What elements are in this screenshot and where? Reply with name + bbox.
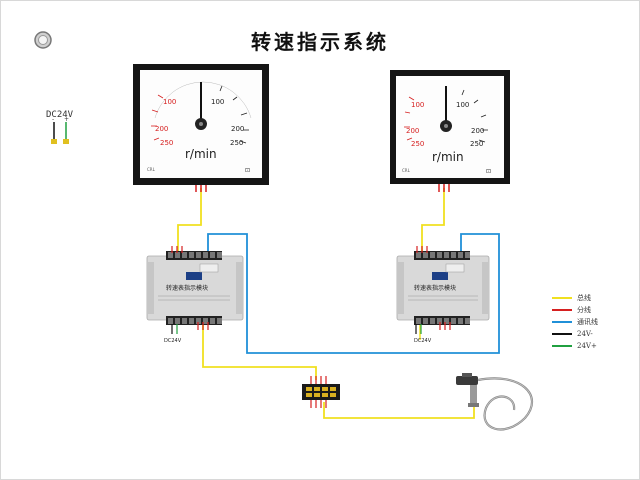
module-2-power-label: DC24V — [414, 338, 432, 344]
gauge-1-brand: CRL — [147, 167, 156, 172]
gauge-1-red-scale-ticks — [151, 94, 164, 141]
legend-item-24v-neg: 24V- — [552, 328, 632, 339]
module-1-name: 转速表指示模块 — [166, 284, 208, 292]
wire-legend: 总线 分线 通讯线 24V- 24V+ — [552, 292, 632, 352]
bus-wire — [323, 402, 475, 419]
legend-label: 通讯线 — [577, 317, 598, 326]
comm-wire — [207, 233, 500, 354]
gauge-2-black-100: 100 — [456, 101, 469, 109]
indicator-module-2: 转速表指示模块 DC24V — [396, 246, 490, 344]
indicator-module-1: 转速表指示模块 DC24V — [146, 246, 244, 344]
gauge-2-black-scale-ticks — [461, 89, 488, 143]
dc24v-label: DC24V — [46, 110, 74, 120]
legend-item-24v-pos: 24V+ — [552, 340, 632, 351]
gauge-2-red-100: 100 — [411, 101, 424, 109]
power-indicator-icon — [34, 31, 52, 49]
module-1-power-label: DC24V — [164, 338, 182, 344]
gauge-1-red-200: 200 — [155, 125, 168, 133]
legend-swatch — [552, 332, 572, 335]
gauge-2-brand: CRL — [402, 168, 411, 173]
gauge-1-black-100: 100 — [211, 98, 224, 106]
legend-item-bus: 总线 — [552, 292, 632, 303]
gauge-1-red-250: 250 — [160, 139, 173, 147]
bus-wire — [202, 325, 317, 380]
gauge-2-unit: r/min — [432, 150, 464, 164]
gauge-1-unit: r/min — [185, 147, 217, 161]
gauge-1-ticks — [154, 81, 252, 119]
diagram-title: 转速指示系统 — [251, 30, 389, 54]
gauge-2-mark-icon: ⊡ — [486, 168, 491, 175]
legend-label: 分线 — [577, 305, 591, 314]
terminal-block — [302, 376, 340, 408]
gauge-1-black-scale-ticks — [219, 85, 249, 144]
svg-text:+: + — [64, 116, 69, 123]
module-2-logo-icon — [432, 272, 448, 280]
rpm-gauge-2: 100 200 250 100 200 250 r/min CRL ⊡ — [390, 70, 510, 184]
legend-swatch — [552, 320, 572, 323]
gauge-1-black-200: 200 — [231, 125, 244, 133]
gauge-2-red-250: 250 — [411, 140, 424, 148]
module-2-name: 转速表指示模块 — [414, 284, 456, 292]
legend-swatch — [552, 308, 572, 311]
legend-label: 总线 — [577, 293, 591, 302]
gauge-1-black-250: 250 — [230, 139, 243, 147]
bus-wire — [177, 188, 202, 252]
legend-swatch — [552, 344, 572, 347]
gauge-2-black-200: 200 — [471, 127, 484, 135]
legend-label: 24V+ — [577, 341, 597, 350]
gauge-1-red-100: 100 — [163, 98, 176, 106]
gauge-1-mark-icon: ⊡ — [245, 167, 250, 174]
legend-item-comm: 通讯线 — [552, 316, 632, 327]
gauge-2-red-200: 200 — [406, 127, 419, 135]
module-1-logo-icon — [186, 272, 202, 280]
dc24v-terminal: - + — [51, 116, 69, 144]
svg-text:-: - — [52, 116, 54, 123]
legend-item-branch: 分线 — [552, 304, 632, 315]
bus-wire — [421, 188, 445, 252]
legend-swatch — [552, 296, 572, 299]
speed-sensor — [456, 373, 533, 431]
gauge-2-black-250: 250 — [470, 140, 483, 148]
gauge-2-red-scale-ticks — [404, 96, 415, 141]
legend-label: 24V- — [577, 329, 593, 338]
rpm-gauge-1: 100 200 250 100 200 250 r/min CRL ⊡ — [133, 64, 269, 185]
